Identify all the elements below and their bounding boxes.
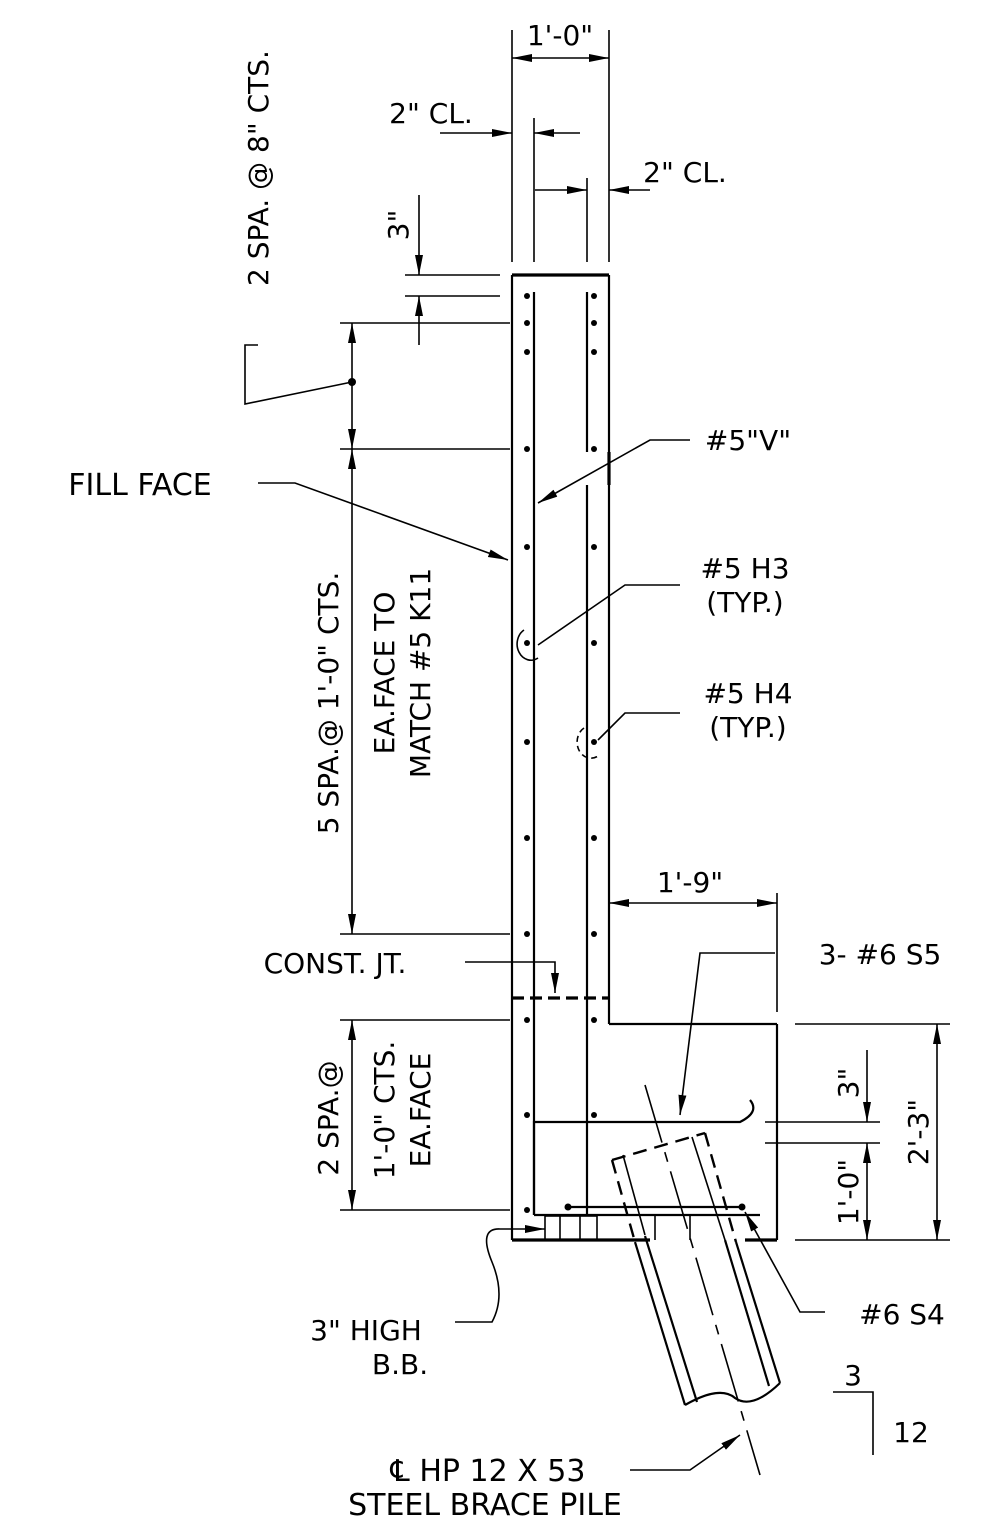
slope-symbol	[833, 1391, 874, 1455]
label-clear-left: 2" CL.	[389, 97, 473, 130]
label-h4-line1: #5 H4	[703, 677, 792, 710]
footing-bars	[532, 1099, 760, 1241]
h3-bar-marker	[516, 629, 539, 661]
label-pile-line2: STEEL BRACE PILE	[348, 1488, 622, 1523]
leader-s5	[678, 952, 775, 1116]
label-top-cover: 3"	[382, 210, 415, 241]
footing-bar-dot	[738, 1203, 746, 1211]
leader-h4	[597, 712, 680, 741]
dim-clear-left	[440, 118, 580, 262]
dim-heel-width	[609, 893, 778, 1012]
label-bottom-spacing-line1: 2 SPA.@	[312, 1060, 345, 1175]
label-s5: 3- #6 S5	[819, 938, 942, 971]
vertical-bars	[532, 292, 611, 1215]
leader-const-jt	[465, 961, 559, 993]
label-slope-rise: 3	[844, 1359, 862, 1392]
leader-pile	[630, 1434, 741, 1471]
label-bar-v: #5"V"	[705, 424, 791, 457]
label-wall-width: 1'-0"	[527, 19, 593, 52]
leader-bar-v	[537, 439, 690, 504]
label-footing-depth: 2'-3"	[902, 1099, 935, 1165]
dim-clear-right	[535, 178, 650, 262]
leader-h3	[537, 584, 680, 646]
label-footing-cover: 3"	[832, 1068, 865, 1099]
label-const-jt: CONST. JT.	[264, 947, 407, 980]
dim-footing-cover	[765, 1050, 880, 1240]
label-clear-right: 2" CL.	[643, 156, 727, 189]
label-mid-spacing-line1: 5 SPA.@ 1'-0" CTS.	[312, 572, 345, 835]
steel-brace-pile	[610, 1084, 782, 1476]
label-top-spacing: 2 SPA. @ 8" CTS.	[242, 50, 275, 286]
label-mid-spacing-line3: MATCH #5 K11	[404, 568, 437, 778]
label-pile-line1: ℄ HP 12 X 53	[390, 1454, 586, 1489]
label-bottom-spacing-line2: 1'-0" CTS.	[368, 1041, 401, 1180]
label-bb-line1: 3" HIGH	[310, 1314, 422, 1347]
dim-top-cover	[405, 195, 500, 345]
h4-bar-marker	[576, 727, 599, 759]
label-footing-bottom: 1'-0"	[832, 1159, 865, 1225]
label-bottom-spacing-line3: EA.FACE	[404, 1053, 437, 1168]
leader-fill-face	[258, 482, 509, 561]
label-mid-spacing-line2: EA.FACE TO	[368, 592, 401, 755]
dim-mid-spacing	[340, 449, 510, 935]
label-heel-width: 1'-9"	[657, 866, 723, 899]
leader-bb	[455, 1225, 545, 1323]
dim-top-spacing	[244, 322, 510, 450]
label-bb-line2: B.B.	[372, 1348, 428, 1381]
footing-bar-dot	[564, 1203, 572, 1211]
horizontal-bar-dots-fill-face	[524, 293, 530, 1213]
dim-footing-depth	[795, 1023, 950, 1241]
dim-wall-width	[511, 30, 610, 262]
horizontal-bar-dots-front-face	[591, 293, 597, 1118]
label-fill-face: FILL FACE	[68, 468, 211, 503]
dim-bottom-spacing	[340, 1019, 510, 1211]
label-s4: #6 S4	[859, 1298, 945, 1331]
label-h3-line2: (TYP.)	[706, 586, 783, 619]
label-slope-run: 12	[893, 1416, 929, 1449]
label-h3-line1: #5 H3	[700, 552, 789, 585]
label-h4-line2: (TYP.)	[709, 711, 786, 744]
leader-s4	[744, 1211, 825, 1313]
